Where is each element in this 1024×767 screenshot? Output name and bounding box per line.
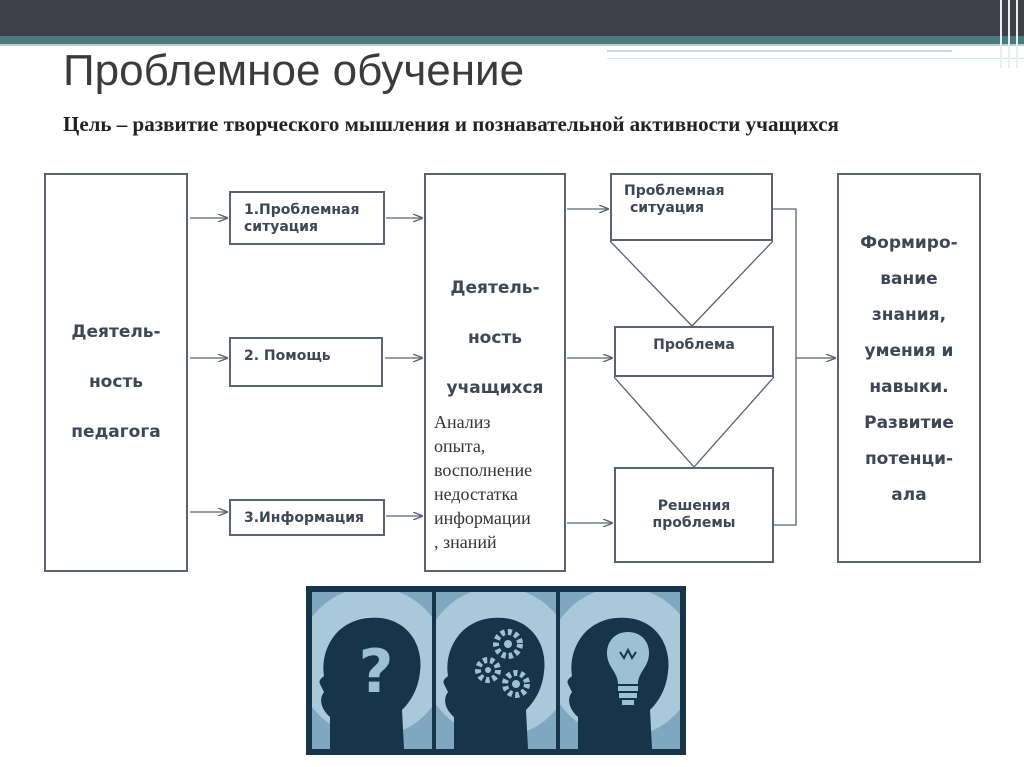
method-box-information: 3.Информация [229, 499, 385, 536]
illustration-panel: ? [306, 586, 686, 755]
teacher-label-line: педагога [71, 422, 161, 442]
method-label: 1.Проблемная ситуация [244, 202, 360, 235]
result-line: ала [891, 485, 927, 505]
edge-line [1016, 0, 1018, 68]
teacher-label-line: Деятель- [71, 322, 161, 342]
header-divider [0, 44, 1024, 46]
method-label: 2. Помощь [244, 348, 331, 364]
method-box-problem-situation: 1.Проблемная ситуация [229, 191, 385, 245]
header-divider [607, 50, 952, 52]
students-activity-box: Деятель- ность учащихся Анализ опыта, во… [424, 173, 566, 572]
note-line: восполнение [434, 460, 533, 480]
header-bar [0, 0, 1024, 36]
stage-label-line: ситуация [630, 200, 704, 216]
gears-head-icon [436, 592, 556, 749]
header-divider [607, 58, 1024, 59]
connector [773, 208, 797, 526]
note-line: Анализ [434, 412, 491, 432]
students-note: Анализ опыта, восполнение недостатка инф… [434, 410, 564, 554]
question-head-icon: ? [312, 592, 432, 749]
students-label-line: учащихся [446, 378, 544, 398]
stage-label: Проблема [653, 337, 735, 353]
result-line: Развитие [864, 413, 954, 433]
stage-box-problem-situation: Проблемная ситуация [610, 173, 773, 241]
stage-box-solutions: Решения проблемы [614, 467, 774, 563]
slide-title: Проблемное обучение [63, 46, 525, 95]
note-line: , знаний [434, 532, 497, 552]
result-line: вание [880, 269, 938, 289]
result-box: Формиро- вание знания, умения и навыки. … [837, 173, 981, 563]
students-label-line: ность [467, 328, 523, 348]
edge-line [1008, 0, 1010, 68]
result-line: умения и [864, 341, 954, 361]
stage-box-problem: Проблема [614, 326, 774, 377]
lightbulb-head-icon [560, 592, 680, 749]
result-line: навыки. [869, 377, 949, 397]
result-line: Формиро- [860, 233, 958, 253]
note-line: недостатка [434, 484, 518, 504]
method-label: 3.Информация [244, 510, 365, 526]
slide-subtitle: Цель – развитие творческого мышления и п… [63, 112, 839, 136]
result-line: потенци- [864, 449, 954, 469]
result-line: знания, [871, 305, 947, 325]
edge-line [1000, 0, 1002, 68]
header-accent-stripe [0, 36, 1024, 44]
stage-label-line: Решения [657, 498, 731, 514]
funnel-triangle [613, 376, 775, 468]
teacher-activity-box: Деятель- ность педагога [44, 173, 188, 572]
svg-text:?: ? [359, 637, 394, 707]
note-line: опыта, [434, 436, 486, 456]
stage-label-line: Проблемная [624, 183, 725, 199]
note-line: информации [434, 508, 531, 528]
method-box-help: 2. Помощь [229, 337, 383, 387]
stage-label-line: проблемы [652, 515, 736, 531]
funnel-triangle [609, 240, 774, 327]
students-label-line: Деятель- [450, 278, 540, 298]
teacher-label-line: ность [88, 372, 144, 392]
